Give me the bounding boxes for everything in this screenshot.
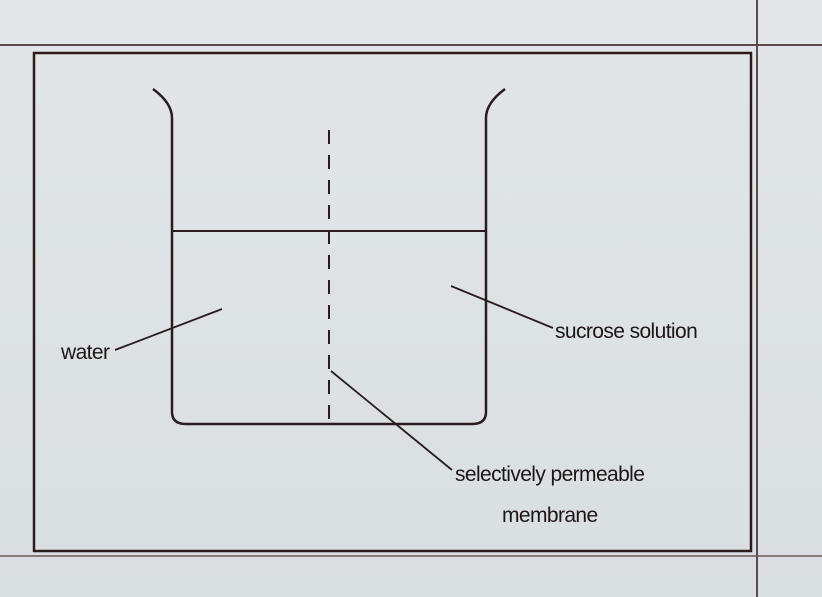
figure-frame [32,51,753,553]
label-membrane-line2: membrane [502,504,598,527]
label-membrane-line1: selectively permeable [455,463,644,486]
label-sucrose-solution: sucrose solution [555,320,697,343]
water-leader-line [114,308,223,351]
beaker [152,87,506,426]
sucrose-leader-line [450,285,554,329]
membrane-leader-line [330,370,453,471]
label-water: water [60,341,110,364]
